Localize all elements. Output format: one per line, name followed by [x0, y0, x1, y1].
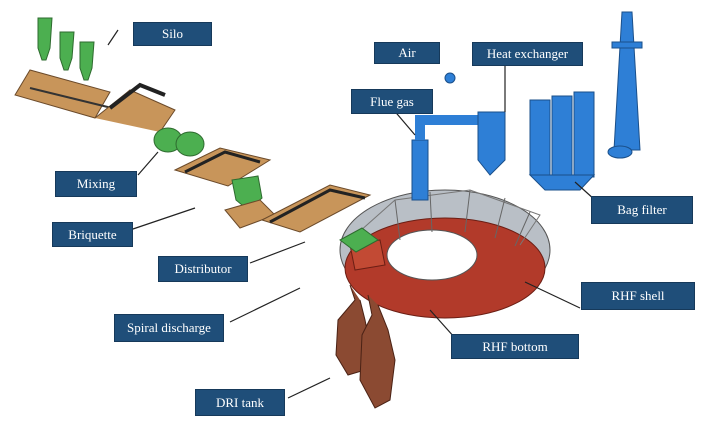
label-briquette: Briquette — [52, 222, 133, 247]
chimney-stack — [607, 11, 643, 159]
label-dri-tank: DRI tank — [195, 389, 285, 416]
label-rhf-bottom: RHF bottom — [451, 334, 579, 359]
label-bag-filter: Bag filter — [591, 196, 693, 224]
label-flue-gas: Flue gas — [351, 89, 433, 114]
distributor — [339, 227, 379, 253]
briquette-machine — [224, 175, 276, 229]
bag-filter — [528, 91, 596, 191]
flue-gas-duct — [411, 112, 490, 201]
dri-tanks — [335, 284, 396, 409]
label-heat-exchanger: Heat exchanger — [472, 42, 583, 66]
feed-conveyor — [14, 69, 176, 133]
label-spiral-discharge: Spiral discharge — [114, 314, 224, 342]
furnace-feed-conveyor — [260, 184, 372, 233]
label-mixing: Mixing — [55, 171, 137, 197]
heat-exchanger — [444, 72, 506, 176]
rotary-hearth-furnace — [339, 189, 551, 319]
label-rhf-shell: RHF shell — [581, 282, 695, 310]
label-air: Air — [374, 42, 440, 64]
label-silo: Silo — [133, 22, 212, 46]
label-distributor: Distributor — [158, 256, 248, 282]
mixer — [153, 127, 272, 187]
silo-group — [37, 17, 95, 81]
